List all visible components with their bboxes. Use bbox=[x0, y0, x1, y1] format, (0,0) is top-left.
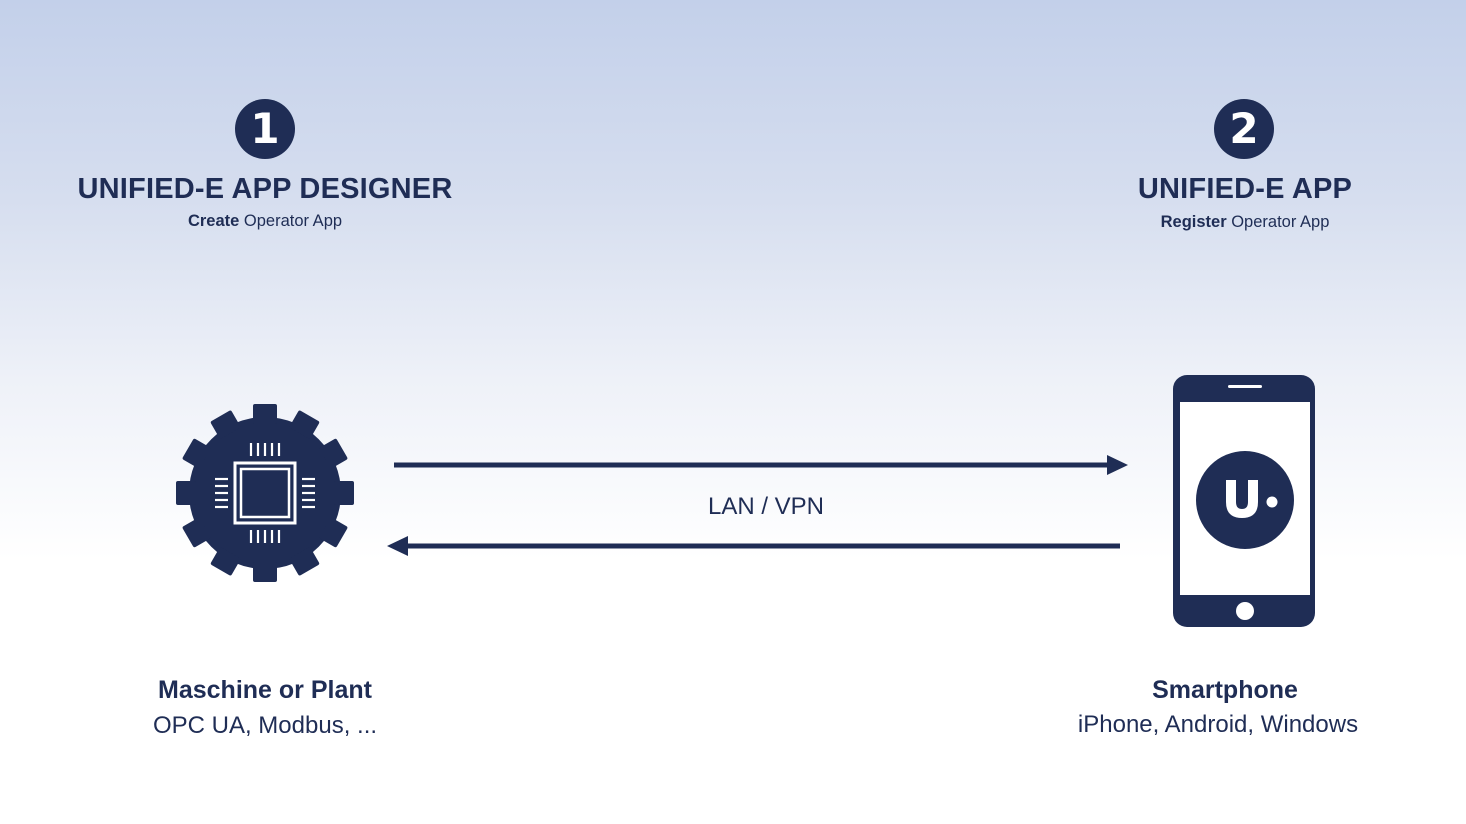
step-1-badge: 1 bbox=[235, 99, 295, 159]
step-1-subtitle-bold: Create bbox=[187, 212, 240, 230]
arrow-right-icon bbox=[394, 455, 1128, 475]
smartphone-title: Smartphone bbox=[1152, 676, 1298, 704]
unified-e-logo-icon bbox=[1196, 451, 1294, 549]
step-2-subtitle: Register Operator App bbox=[1045, 213, 1445, 232]
step-2-title: UNIFIED-E APP bbox=[1137, 173, 1353, 205]
step-2-subtitle-bold: Register bbox=[1160, 213, 1227, 231]
gear-chip-icon bbox=[176, 404, 354, 582]
step-1-title: UNIFIED-E APP DESIGNER bbox=[77, 173, 453, 205]
step-1-subtitle: Create Operator App bbox=[65, 212, 465, 231]
connection-arrows bbox=[387, 455, 1128, 556]
smartphone-platforms: iPhone, Android, Windows bbox=[1077, 711, 1359, 738]
connection-label: LAN / VPN bbox=[707, 493, 825, 520]
smartphone-icon bbox=[1173, 375, 1315, 627]
step-2-badge: 2 bbox=[1214, 99, 1274, 159]
step-2-subtitle-rest: Operator App bbox=[1226, 213, 1330, 231]
step-1-subtitle-rest: Operator App bbox=[239, 212, 343, 230]
machine-title: Maschine or Plant bbox=[158, 676, 372, 704]
machine-protocols: OPC UA, Modbus, ... bbox=[152, 712, 378, 739]
arrow-left-icon bbox=[387, 536, 1120, 556]
